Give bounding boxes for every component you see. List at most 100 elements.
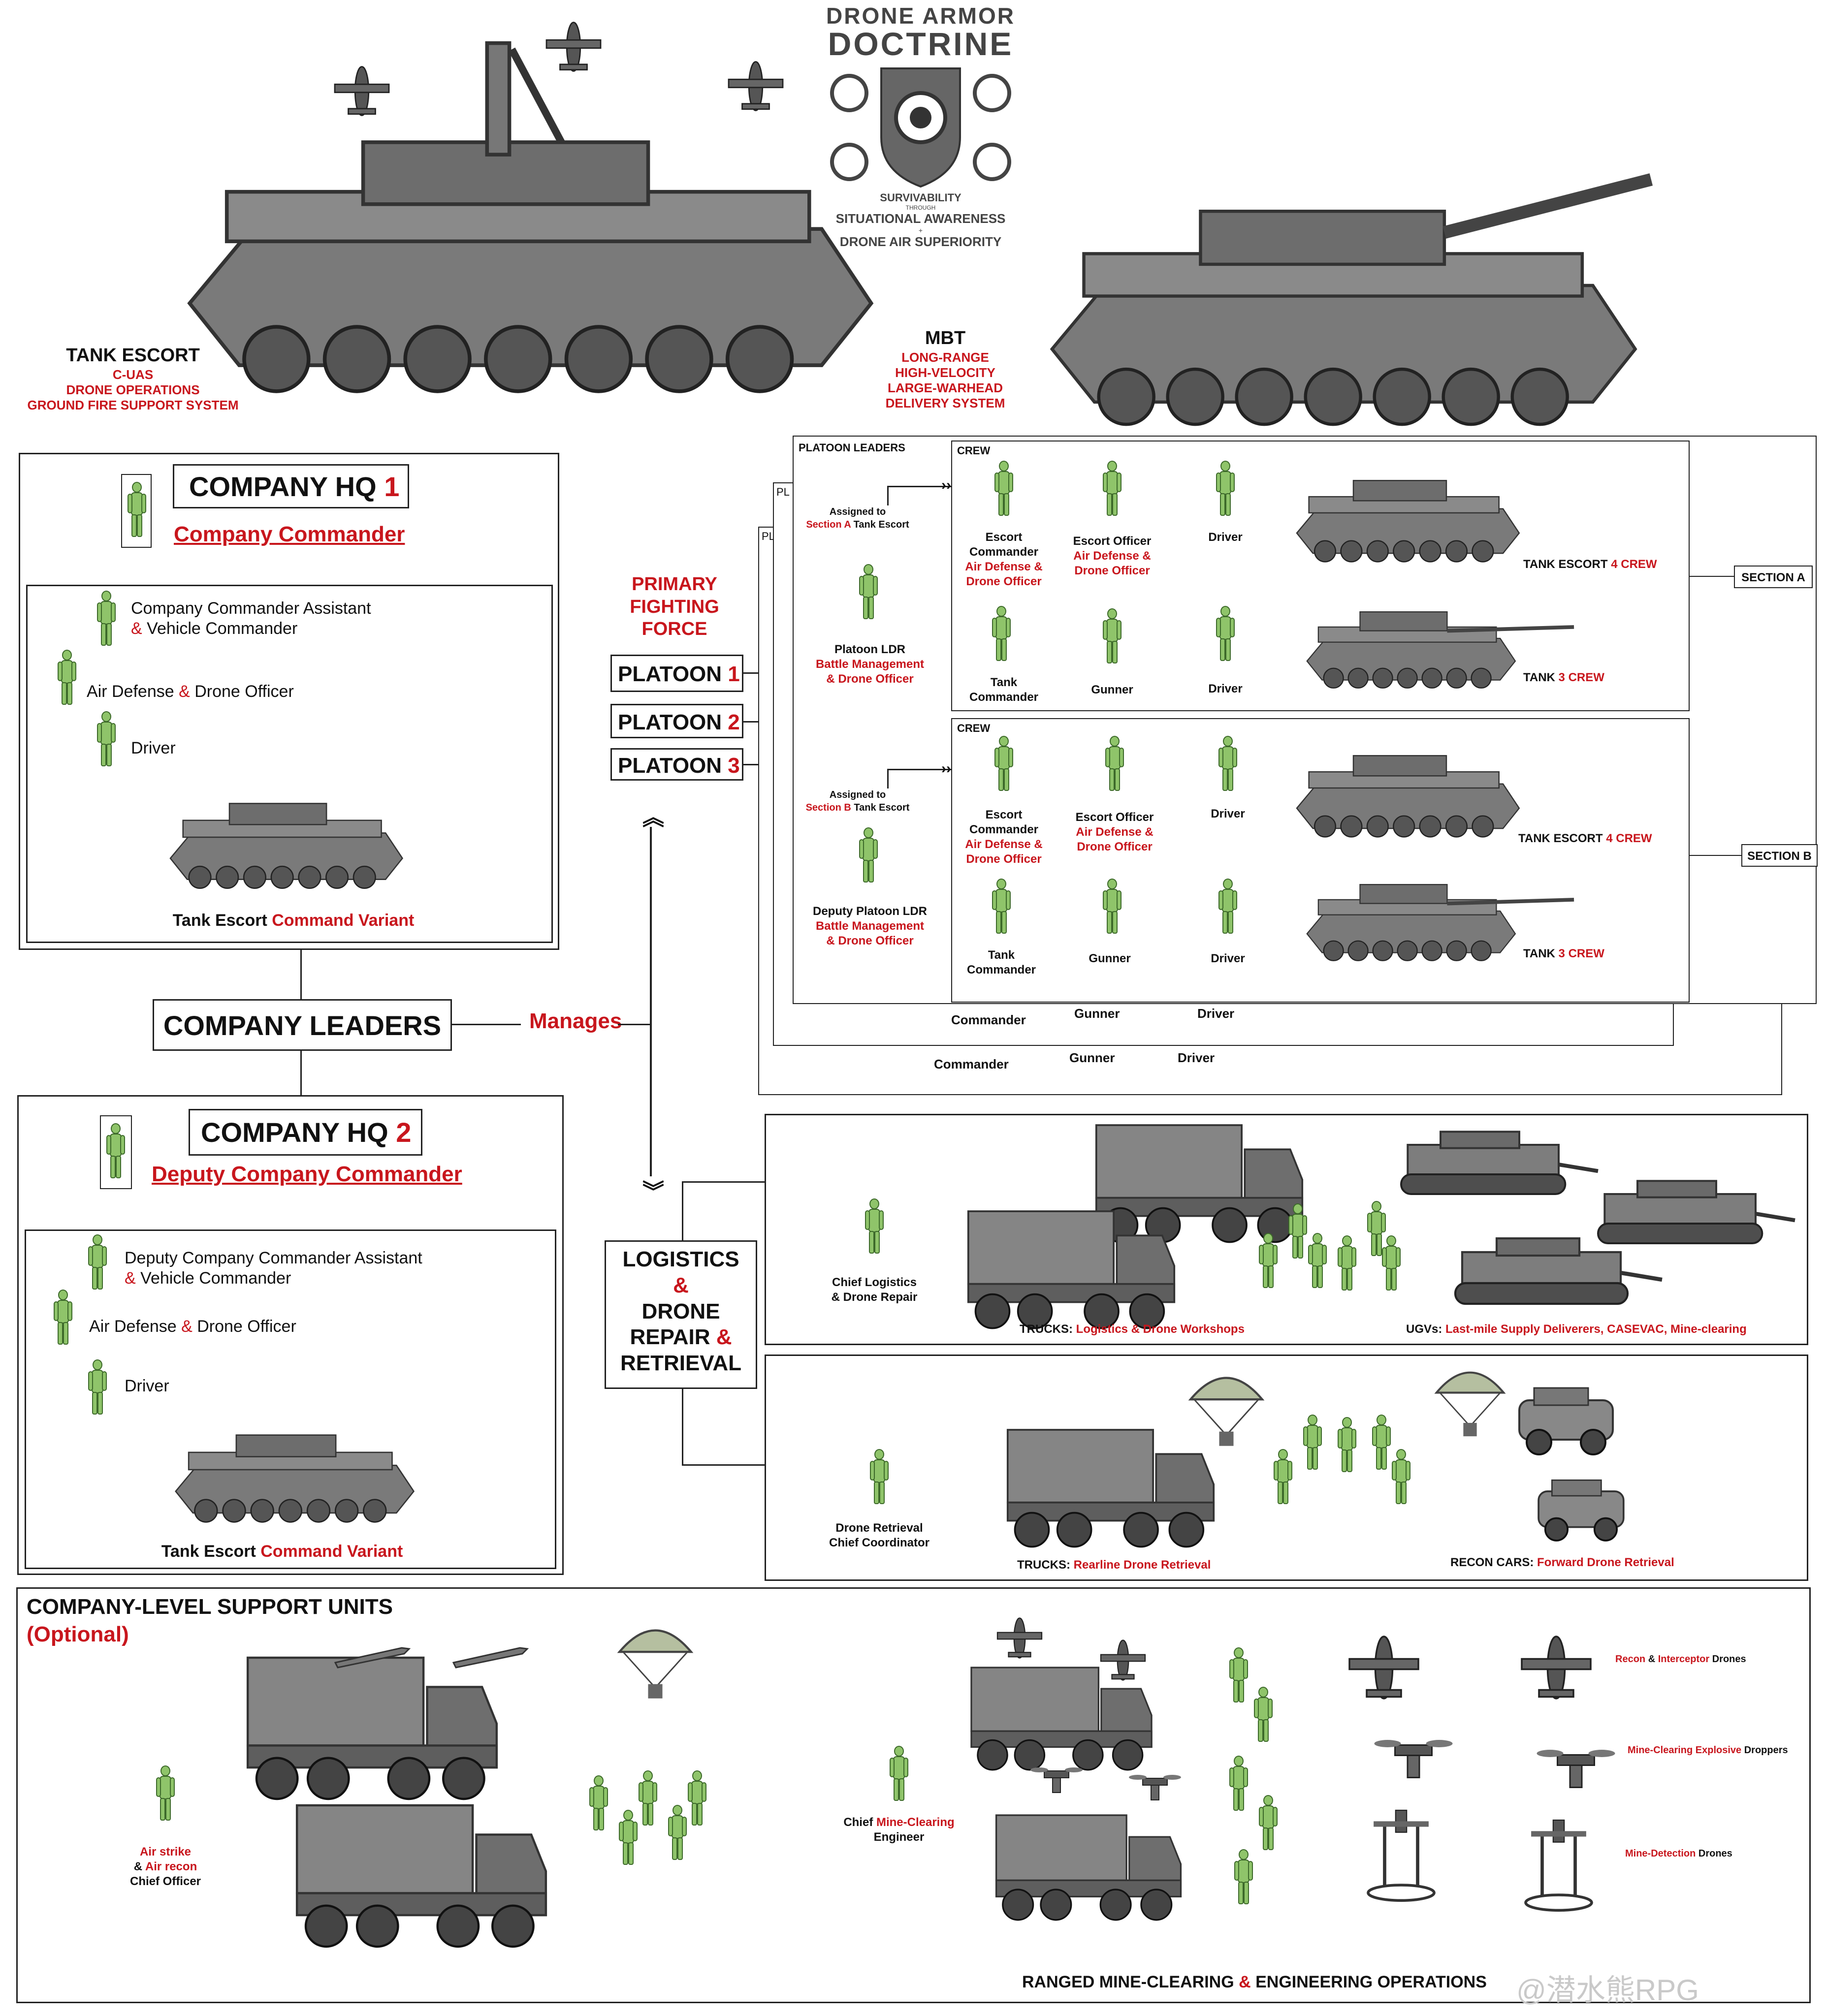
platoon-card-1: PLATOON LEADERS Assigned to Section A Ta… (793, 436, 1818, 1004)
soldier-icon (1288, 1203, 1307, 1259)
soldier-icon (1259, 1795, 1278, 1850)
missile-icon (334, 1647, 411, 1669)
recon-car-icon (1538, 1479, 1625, 1542)
hq2-title-num: 2 (396, 1117, 412, 1148)
commander-portrait (121, 474, 152, 548)
manages-label: Manages (529, 1009, 622, 1033)
soldier-icon (1229, 1756, 1248, 1811)
company-hq-1: COMPANY HQ 1 Company Commander Company C… (19, 453, 559, 950)
launcher-truck-icon (293, 1805, 549, 1948)
tank-escort-icon (1296, 480, 1520, 563)
soldier-icon (97, 591, 116, 646)
truck-icon (995, 1814, 1182, 1921)
quadcopter-icon (1030, 1767, 1083, 1793)
platoon-3-button[interactable]: PLATOON 3 (610, 748, 743, 781)
soldier-icon (97, 711, 116, 766)
company-commander: Company Commander (174, 522, 405, 546)
launcher-truck-icon (244, 1658, 500, 1800)
company-leaders-box: COMPANY LEADERS (153, 999, 452, 1051)
hq2-title: COMPANY HQ 2 (189, 1109, 422, 1156)
mbt-caption: MBT LONG-RANGE HIGH-VELOCITY LARGE-WARHE… (885, 328, 1005, 411)
ugv-icon (1401, 1130, 1598, 1199)
section-b-label: SECTION B (1741, 844, 1818, 867)
soldier-icon (106, 1123, 125, 1178)
hq1-crew: Company Commander Assistant & Vehicle Co… (26, 585, 553, 943)
soldier-icon (589, 1775, 608, 1830)
soldier-icon (88, 1359, 107, 1415)
hq2-crew: Deputy Company Commander Assistant & Veh… (25, 1229, 556, 1569)
missile-icon (452, 1647, 529, 1669)
explosive-dropper-drone-icon (1536, 1749, 1616, 1788)
section-b-crew: CREW Escort Commander Air Defense & Dron… (951, 718, 1690, 1003)
doctrine-logo: DRONE ARMOR DOCTRINE SURVIVABILITY THROU… (826, 3, 1015, 249)
soldier-icon (1103, 879, 1121, 934)
soldier-icon (1338, 1235, 1356, 1291)
hq2-title-text: COMPANY HQ (201, 1117, 396, 1148)
command-vehicle-icon (175, 1434, 415, 1523)
section-a-crew: CREW Escort Commander Air Defense & Dron… (951, 441, 1690, 711)
soldier-icon (992, 879, 1011, 934)
deputy-company-commander: Deputy Company Commander (152, 1162, 462, 1186)
soldier-icon (619, 1810, 638, 1865)
ugv-icon (1455, 1238, 1662, 1307)
soldier-icon (688, 1770, 706, 1826)
support-units-panel: COMPANY-LEVEL SUPPORT UNITS (Optional) A… (16, 1587, 1811, 2003)
soldier-icon (1372, 1415, 1391, 1470)
arrow-up-icon: ︽ (642, 806, 664, 830)
chevron-right-icon: ›› (941, 477, 951, 493)
ugv-icon (1598, 1179, 1795, 1248)
parachute-icon (618, 1623, 692, 1702)
soldier-icon (1218, 879, 1237, 934)
soldier-icon (1105, 736, 1124, 791)
soldier-icon (859, 564, 878, 619)
truck-icon (967, 1210, 1176, 1329)
deputy-portrait (100, 1115, 132, 1189)
platoon-2-button[interactable]: PLATOON 2 (610, 704, 743, 738)
truck-icon (970, 1667, 1153, 1771)
soldier-icon (156, 1765, 175, 1821)
soldier-icon (870, 1449, 889, 1504)
soldier-icon (992, 606, 1011, 661)
interceptor-drone-icon (1348, 1636, 1419, 1700)
soldier-icon (128, 482, 146, 537)
soldier-icon (1103, 461, 1121, 516)
soldier-icon (1216, 461, 1235, 516)
soldier-icon (1218, 736, 1237, 791)
hq1-title-text: COMPANY HQ (189, 471, 384, 502)
soldier-icon (1382, 1235, 1401, 1291)
company-hq-2: COMPANY HQ 2 Deputy Company Commander De… (17, 1095, 564, 1575)
truck-icon (1006, 1429, 1215, 1548)
logistics-panel-workshops: Chief Logistics & Drone Repair TRUCKS: L… (765, 1114, 1808, 1345)
mine-detection-drone-icon (1367, 1810, 1436, 1904)
soldier-icon (994, 461, 1013, 516)
watermark: @潜水熊RPG (1516, 1974, 1699, 2007)
arrow-down-icon: ︾ (642, 1180, 664, 1204)
logistics-box: LOGISTICS & DRONE REPAIR & RETRIEVAL (605, 1240, 757, 1389)
soldier-icon (1229, 1647, 1248, 1702)
parachute-icon (1436, 1366, 1505, 1440)
soldier-icon (1308, 1233, 1327, 1288)
soldier-icon (859, 827, 878, 882)
chevron-right-icon: ›› (941, 760, 951, 777)
soldier-icon (1303, 1415, 1322, 1470)
soldier-icon (58, 650, 76, 705)
soldier-icon (668, 1805, 687, 1860)
soldier-icon (865, 1198, 884, 1254)
soldier-icon (1103, 608, 1121, 663)
soldier-icon (1234, 1849, 1253, 1904)
primary-fighting-force-label: PRIMARY FIGHTING FORCE (630, 574, 719, 640)
hq1-title-num: 1 (384, 471, 400, 502)
recon-car-icon (1518, 1387, 1614, 1455)
mine-detection-drone-icon (1524, 1820, 1593, 1914)
soldier-icon (1259, 1233, 1278, 1288)
drone-icon (996, 1617, 1043, 1659)
logistics-panel-retrieval: Drone Retrieval Chief Coordinator TRUCKS… (765, 1354, 1808, 1581)
platoon-1-button[interactable]: PLATOON 1 (610, 655, 743, 692)
soldier-icon (88, 1234, 107, 1290)
soldier-icon (639, 1770, 657, 1826)
drone-icon (545, 22, 602, 72)
parachute-icon (1189, 1371, 1263, 1449)
drone-icon (1100, 1639, 1146, 1681)
soldier-icon (1216, 606, 1235, 661)
tank-escort-caption: TANK ESCORT C-UAS DRONE OPERATIONS GROUN… (27, 345, 239, 412)
